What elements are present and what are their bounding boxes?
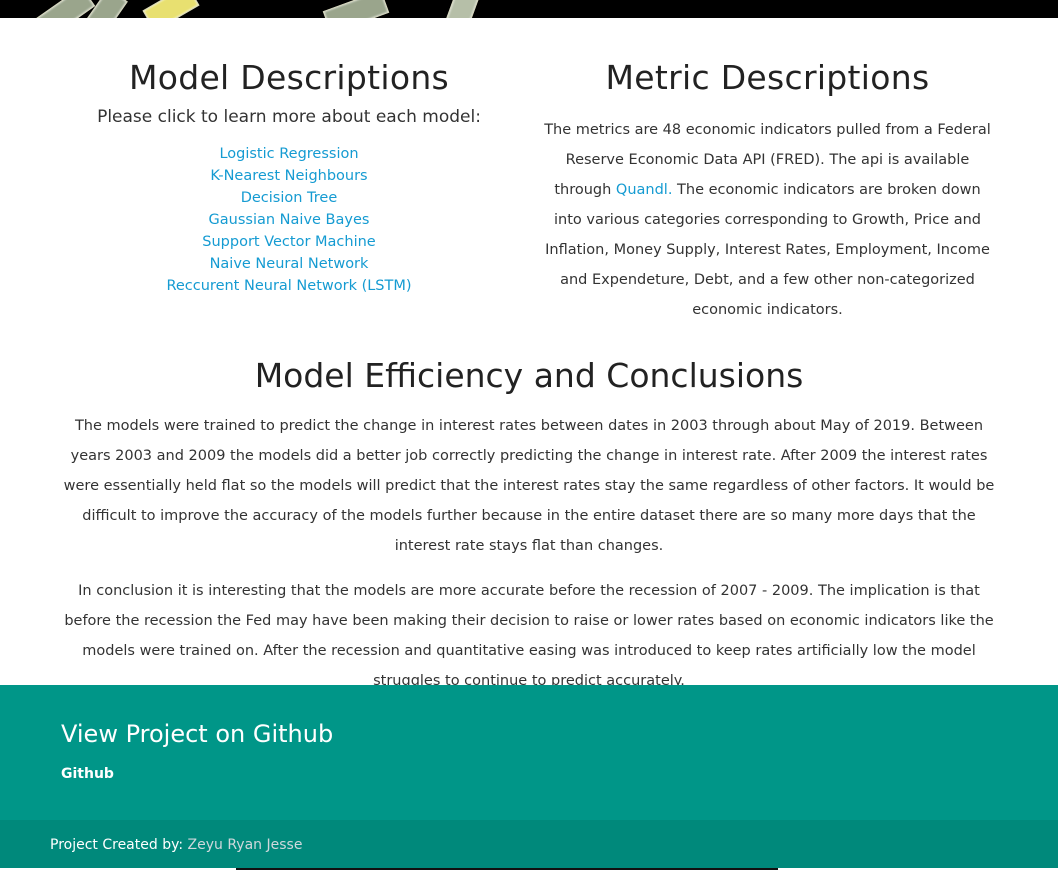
metric-descriptions-title: Metric Descriptions xyxy=(605,58,930,97)
model-descriptions-subtitle: Please click to learn more about each mo… xyxy=(97,107,481,127)
credits-label: Project Created by: xyxy=(50,837,184,853)
model-link-logistic-regression[interactable]: Logistic Regression xyxy=(219,146,359,162)
money-image xyxy=(30,0,96,18)
metric-text-part: The economic indicators are broken down … xyxy=(545,182,990,318)
footer: View Project on Github Github xyxy=(0,685,1058,820)
hero-image-strip xyxy=(0,0,1058,18)
model-link-svm[interactable]: Support Vector Machine xyxy=(202,234,376,250)
model-link-naive-neural-network[interactable]: Naive Neural Network xyxy=(209,256,369,272)
metric-text-part: The metrics are 48 economic indicators p… xyxy=(544,122,991,198)
metric-description-text: The metrics are 48 economic indicators p… xyxy=(540,115,995,325)
github-link[interactable]: Github xyxy=(61,766,114,782)
metric-descriptions-section: Metric Descriptions The metrics are 48 e… xyxy=(540,58,995,325)
model-link-list: Logistic Regression K-Nearest Neighbours… xyxy=(60,143,518,297)
bottom-edge xyxy=(236,868,778,870)
money-image xyxy=(443,0,481,18)
creators-link[interactable]: Zeyu Ryan Jesse xyxy=(187,837,303,853)
conclusions-paragraph: In conclusion it is interesting that the… xyxy=(64,583,994,689)
money-image xyxy=(322,0,390,18)
footer-title: View Project on Github xyxy=(61,720,334,748)
money-image xyxy=(142,0,200,18)
credits-text: Project Created by: Zeyu Ryan Jesse xyxy=(50,837,302,853)
conclusions-paragraph: The models were trained to predict the c… xyxy=(63,418,995,554)
model-link-lstm[interactable]: Reccurent Neural Network (LSTM) xyxy=(166,278,412,294)
model-descriptions-title: Model Descriptions xyxy=(128,58,450,97)
model-link-gaussian-naive-bayes[interactable]: Gaussian Naive Bayes xyxy=(208,212,370,228)
conclusions-section: Model Efficiency and Conclusions The mod… xyxy=(58,356,1000,711)
conclusions-title: Model Efficiency and Conclusions xyxy=(254,356,804,395)
quandl-link[interactable]: Quandl. xyxy=(615,182,673,198)
model-link-knn[interactable]: K-Nearest Neighbours xyxy=(210,168,368,184)
model-link-decision-tree[interactable]: Decision Tree xyxy=(240,190,338,206)
model-descriptions-section: Model Descriptions Please click to learn… xyxy=(60,58,518,297)
credits-bar: Project Created by: Zeyu Ryan Jesse xyxy=(0,820,1058,868)
